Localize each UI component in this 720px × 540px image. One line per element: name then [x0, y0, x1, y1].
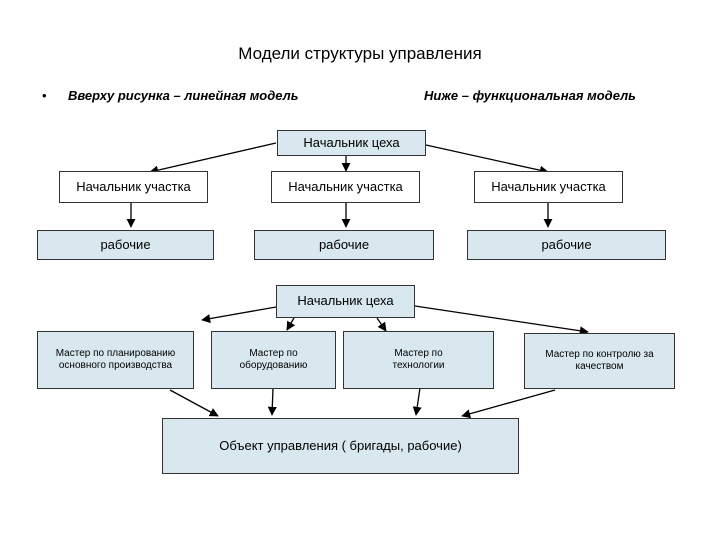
- master-label-equipment: Мастер по оборудованию: [239, 347, 308, 372]
- workers-label-1: рабочие: [100, 236, 151, 252]
- arrow-head-to-manager-3: [425, 144, 549, 175]
- bullet-marker: •: [42, 88, 47, 103]
- arrow-master-1-to-object: [169, 389, 219, 417]
- arrow-head-to-master-2: [286, 317, 296, 331]
- manager-box-3: Начальник участка: [474, 171, 623, 203]
- master-box-quality: Мастер по контролю за качеством: [524, 333, 675, 389]
- manager-box-2: Начальник участка: [271, 171, 420, 203]
- linear-head-label: Начальник цеха: [303, 134, 400, 150]
- manager-label-3: Начальник участка: [491, 178, 606, 194]
- workers-label-3: рабочие: [541, 236, 592, 252]
- subtitle-linear: Вверху рисунка – линейная модель: [68, 88, 299, 103]
- functional-head-box: Начальник цеха: [276, 285, 415, 318]
- slide-title: Модели структуры управления: [238, 44, 482, 63]
- master-box-equipment: Мастер по оборудованию: [211, 331, 336, 389]
- workers-box-1: рабочие: [37, 230, 214, 260]
- master-label-technology: Мастер по технологии: [392, 347, 445, 372]
- workers-box-2: рабочие: [254, 230, 434, 260]
- functional-head-label: Начальник цеха: [297, 293, 394, 309]
- arrow-head-to-master-3: [376, 317, 387, 332]
- arrow-master-4-to-object: [461, 389, 556, 419]
- manager-box-1: Начальник участка: [59, 171, 208, 203]
- manager-label-2: Начальник участка: [288, 178, 403, 194]
- arrow-master-2-to-object: [267, 387, 277, 416]
- master-box-planning: Мастер по планированию основного произво…: [37, 331, 194, 389]
- manager-label-1: Начальник участка: [76, 178, 191, 194]
- arrow-head-to-master-1: [201, 306, 277, 324]
- arrow-head-to-manager-1: [149, 142, 277, 175]
- control-object-box: Объект управления ( бригады, рабочие): [162, 418, 519, 474]
- linear-head-box: Начальник цеха: [277, 130, 426, 156]
- master-box-technology: Мастер по технологии: [343, 331, 494, 389]
- workers-box-3: рабочие: [467, 230, 666, 260]
- subtitle-functional: Ниже – функциональная модель: [424, 88, 636, 103]
- arrow-head-to-master-4: [414, 305, 589, 336]
- control-object-label: Объект управления ( бригады, рабочие): [219, 437, 462, 453]
- master-label-quality: Мастер по контролю за качеством: [545, 348, 654, 373]
- arrow-master-3-to-object: [412, 387, 422, 416]
- master-label-planning: Мастер по планированию основного произво…: [55, 347, 176, 372]
- workers-label-2: рабочие: [318, 236, 370, 252]
